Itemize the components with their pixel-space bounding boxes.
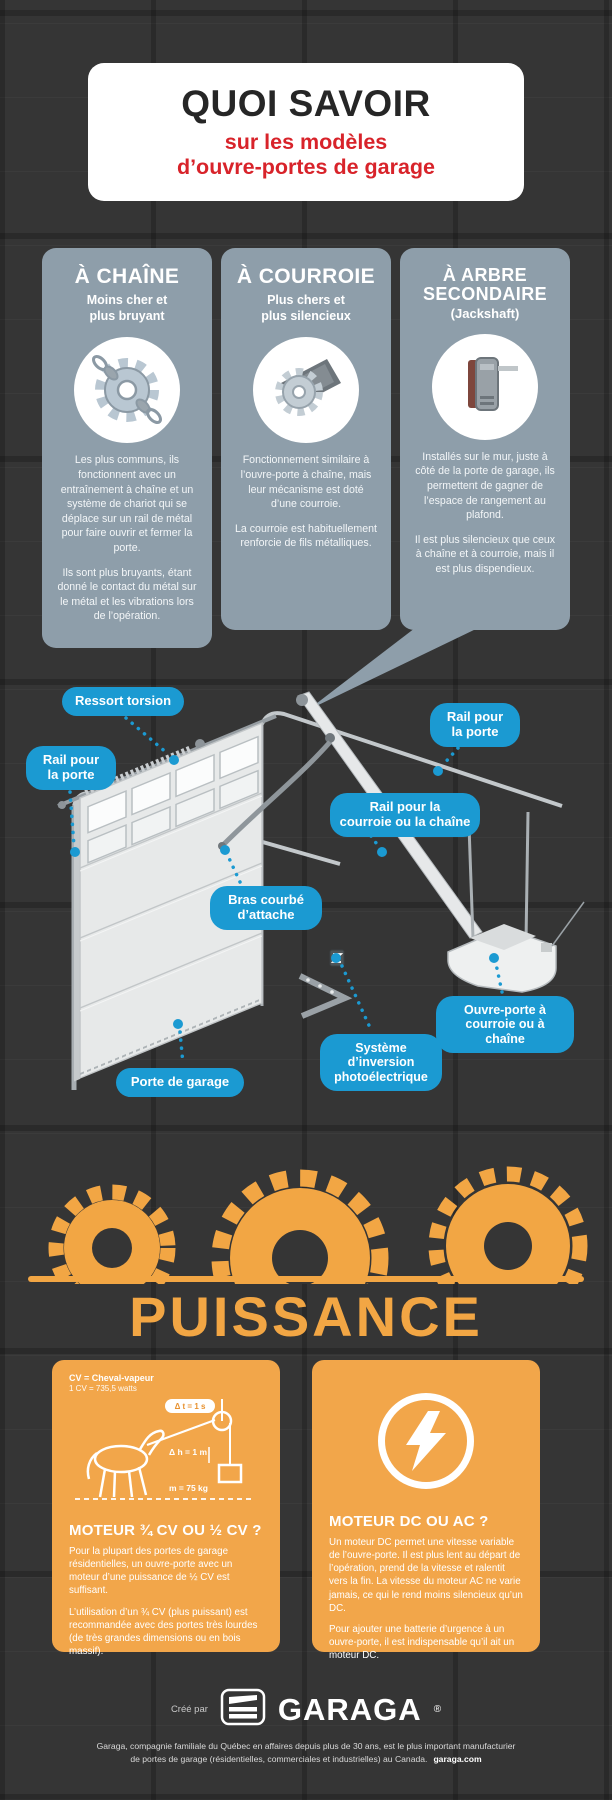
card-paragraph: Les plus communs, ils fonctionnent avec … bbox=[60, 454, 194, 554]
footer-line2: de portes de garage (résidentielles, com… bbox=[130, 1753, 428, 1764]
card-title: À CHAÎNE bbox=[74, 265, 180, 288]
pulley-icon bbox=[146, 1399, 243, 1484]
label-photo-eye-system: Système d’inversion photoélectrique bbox=[320, 1034, 442, 1092]
horse-pulley-illustration: Δ t = 1 s Δ h = 1 m m = 75 kg bbox=[75, 1399, 255, 1500]
leader-lines bbox=[68, 716, 504, 1066]
label-torsion-spring: Ressort torsion bbox=[62, 687, 184, 716]
cv-watts: 1 CV = 735,5 watts bbox=[69, 1384, 137, 1393]
card-pointer-tail bbox=[308, 628, 478, 710]
gears-graphic bbox=[28, 1166, 588, 1284]
card-subtitle: Plus chers et plus silencieux bbox=[261, 293, 351, 323]
card-chain-drive: À CHAÎNE Moins cher et plus bruyant Les … bbox=[42, 248, 212, 648]
cv-definition: CV = Cheval-vapeur bbox=[69, 1373, 154, 1383]
footer-brand-row: Créé par GARAGA ® bbox=[0, 1688, 612, 1731]
motor-type-card: MOTEUR DC OU AC ? Un moteur DC permet un… bbox=[312, 1360, 540, 1661]
brand-name: GARAGA bbox=[277, 1691, 422, 1727]
page-title: QUOI SAVOIR bbox=[181, 83, 431, 124]
motor-paragraph: Pour ajouter une batterie d’urgence à un… bbox=[329, 1623, 515, 1661]
horsepower-card: CV = Cheval-vapeur 1 CV = 735,5 watts bbox=[52, 1360, 280, 1657]
label-curved-arm: Bras courbé d’attache bbox=[210, 886, 322, 930]
chain-icon bbox=[74, 337, 180, 444]
created-by-label: Créé par bbox=[170, 1704, 208, 1715]
card-subtitle: Moins cher et plus bruyant bbox=[86, 293, 168, 323]
card-paragraph: Installés sur le mur, juste à côté de la… bbox=[415, 450, 555, 522]
footer-smallprint: Garaga, compagnie familiale du Québec en… bbox=[0, 1740, 612, 1766]
curved-door-arm bbox=[222, 740, 332, 846]
delta-h-label: Δ h = 1 m bbox=[169, 1447, 207, 1457]
card-paragraph: Fonctionnement similaire à l’ouvre-porte… bbox=[240, 454, 372, 511]
card-title: À ARBRE SECONDAIRE bbox=[422, 265, 547, 304]
garaga-logo-icon bbox=[220, 1688, 266, 1731]
horsepower-paragraph: L’utilisation d’un ¾ CV (plus puissant) … bbox=[69, 1606, 258, 1657]
card-paragraph: Ils sont plus bruyants, étant donné le c… bbox=[57, 566, 197, 623]
horse-icon bbox=[86, 1429, 165, 1498]
label-garage-door: Porte de garage bbox=[116, 1068, 244, 1097]
lightning-icon bbox=[378, 1393, 474, 1489]
registered-mark: ® bbox=[433, 1704, 442, 1715]
card-subtitle: (Jackshaft) bbox=[450, 305, 520, 321]
horsepower-paragraph: Pour la plupart des portes de garage rés… bbox=[69, 1546, 233, 1597]
label-door-track-right: Rail pour la porte bbox=[430, 703, 520, 747]
jackshaft-icon bbox=[432, 333, 538, 440]
horsepower-heading: MOTEUR ¾ CV OU ½ CV ? bbox=[69, 1522, 262, 1539]
opener-type-cards: À CHAÎNE Moins cher et plus bruyant Les … bbox=[42, 248, 570, 648]
support-bracket bbox=[298, 973, 353, 1019]
card-paragraph: La courroie est habituellement renforcie… bbox=[235, 522, 377, 550]
footer-line1: Garaga, compagnie familiale du Québec en… bbox=[96, 1741, 516, 1751]
delta-t-label: Δ t = 1 s bbox=[175, 1402, 206, 1411]
torsion-tube bbox=[57, 714, 277, 808]
power-section-title: PUISSANCE bbox=[129, 1285, 483, 1348]
garaga-website-link[interactable]: garaga.com bbox=[433, 1753, 482, 1764]
motor-paragraph: Un moteur DC permet une vitesse variable… bbox=[329, 1537, 523, 1614]
card-jackshaft: À ARBRE SECONDAIRE (Jackshaft) Installés… bbox=[400, 248, 570, 630]
door-windows bbox=[87, 735, 259, 864]
label-door-track-left: Rail pour la porte bbox=[26, 746, 116, 790]
leader-dots bbox=[70, 755, 499, 1029]
card-title: À COURROIE bbox=[236, 265, 376, 288]
card-belt-drive: À COURROIE Plus chers et plus silencieux… bbox=[221, 248, 391, 630]
page-subtitle: sur les modèles d’ouvre-portes de garage bbox=[176, 130, 436, 180]
label-belt-chain-rail: Rail pour la courroie ou la chaîne bbox=[330, 793, 480, 837]
label-opener-unit: Ouvre-porte à courroie ou à chaîne bbox=[436, 996, 574, 1054]
header-card: QUOI SAVOIR sur les modèles d’ouvre-port… bbox=[88, 63, 524, 201]
mass-label: m = 75 kg bbox=[169, 1483, 208, 1493]
motor-heading: MOTEUR DC OU AC ? bbox=[329, 1513, 489, 1530]
belt-icon bbox=[253, 337, 359, 444]
card-paragraph: Il est plus silencieux que ceux à chaîne… bbox=[414, 533, 556, 576]
opener-unit bbox=[447, 901, 585, 993]
